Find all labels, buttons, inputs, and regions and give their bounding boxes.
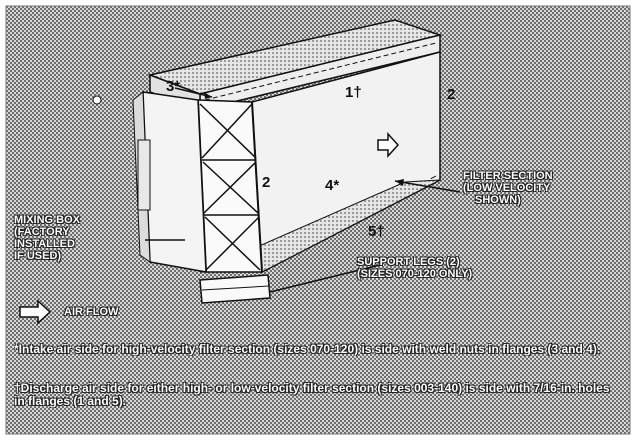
side-number-4: 4*: [325, 177, 340, 194]
side-number-5: 5†: [368, 223, 385, 240]
support-legs-line-2: (SIZES 070-120 ONLY): [357, 268, 473, 280]
filter-rack: [197, 99, 263, 273]
marker-dot: [92, 95, 102, 105]
legend-airflow-arrow: [19, 299, 52, 325]
support-legs-line-1: SUPPORT LEGS (2): [357, 256, 460, 268]
filter-section-line-3: SHOWN): [475, 194, 521, 206]
top-panel: [147, 19, 443, 112]
mixing-box: [132, 90, 207, 273]
filter-section-line-2: (LOW VELOCITY: [463, 182, 551, 194]
airflow-legend-label: AIR FLOW: [64, 306, 119, 318]
side-number-3: 3*: [166, 78, 181, 95]
mixing-box-line-4: IF USED): [14, 250, 62, 262]
mixing-box-line-1: MIXING BOX: [14, 214, 81, 226]
side-number-2-left: 2: [262, 174, 271, 191]
side-number-1: 1†: [345, 84, 362, 101]
filter-section-label: FILTER SECTION (LOW VELOCITY SHOWN): [463, 170, 553, 206]
footnote-discharge: †Discharge air side for either high- or …: [14, 382, 610, 408]
side-number-2-right: 2: [447, 86, 456, 103]
footnote-intake: *Intake air side for high-velocity filte…: [14, 343, 601, 356]
airflow-arrow-in-box: [377, 132, 400, 158]
filter-section-line-1: FILTER SECTION: [463, 170, 553, 182]
mixing-box-line-3: INSTALLED: [14, 238, 75, 250]
support-legs-label: SUPPORT LEGS (2) (SIZES 070-120 ONLY): [357, 256, 472, 280]
mixing-box-line-2: (FACTORY: [14, 226, 70, 238]
mixing-box-label: MIXING BOX (FACTORY INSTALLED IF USED): [14, 214, 80, 262]
support-leg: [199, 274, 271, 304]
